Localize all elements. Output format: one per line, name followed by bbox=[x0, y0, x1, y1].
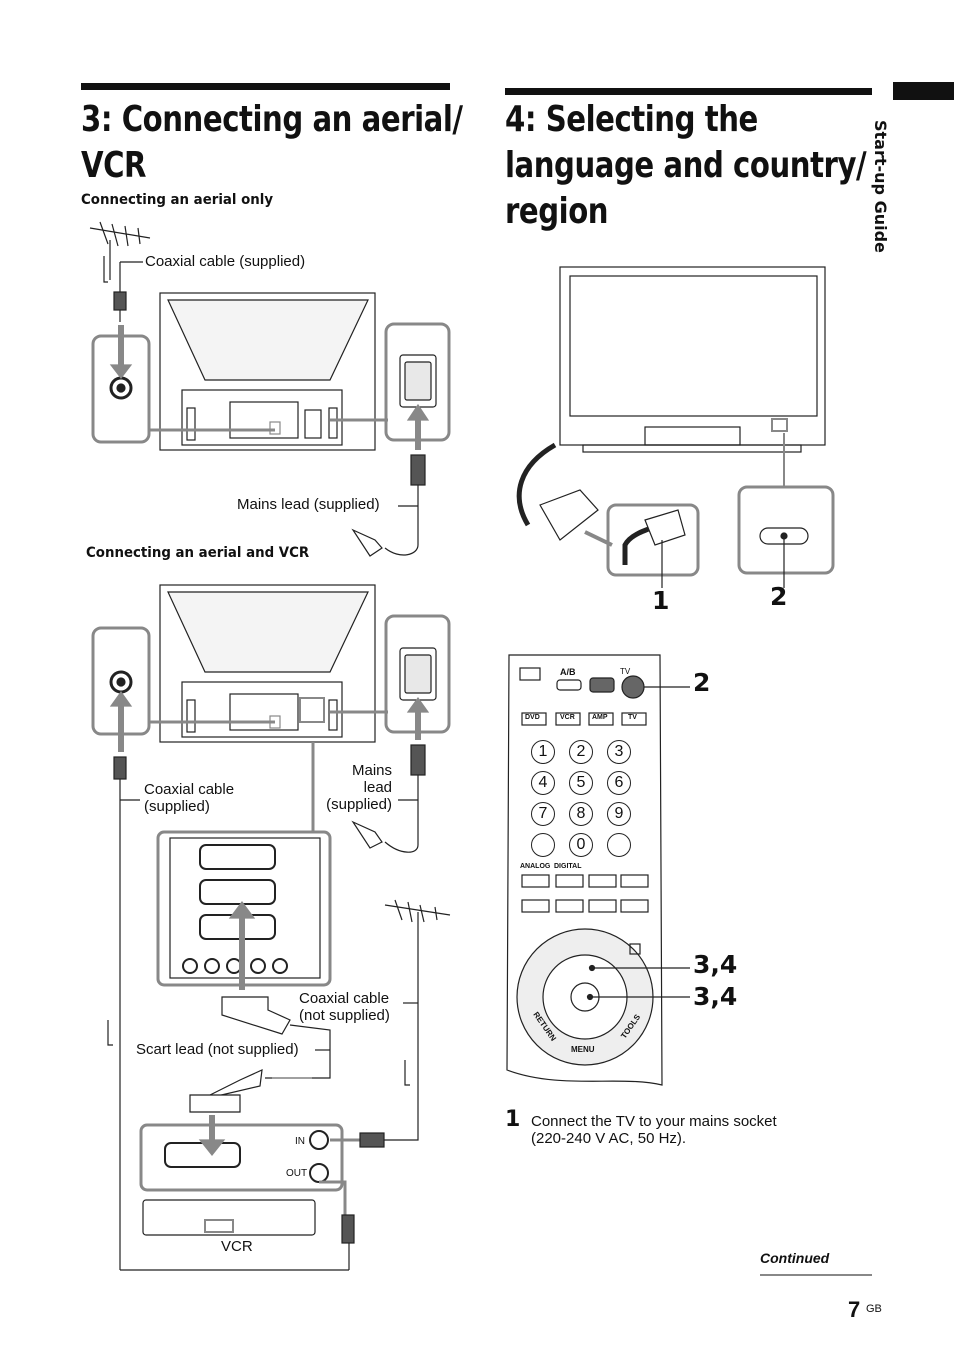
remote-label-digital: DIGITAL bbox=[554, 863, 582, 870]
callout-remote-3-4-b: 3,4 bbox=[693, 982, 738, 1011]
remote-btn-dvd: DVD bbox=[525, 714, 540, 721]
subheading-aerial-and-vcr: Connecting an aerial and VCR bbox=[86, 545, 310, 561]
remote-digit-button: 6 bbox=[607, 771, 631, 795]
remote-label-ab: A/B bbox=[560, 667, 576, 677]
heading-rule-right bbox=[505, 88, 872, 95]
remote-digit-button: 9 bbox=[607, 802, 631, 826]
heading-selecting-language: 4: Selecting the language and country/ r… bbox=[505, 99, 867, 232]
label-coaxial-cable-supplied-2: Coaxial cable (supplied) bbox=[144, 781, 235, 815]
section-tab-marker bbox=[893, 82, 954, 100]
page-suffix: GB bbox=[866, 1303, 882, 1315]
label-vcr: VCR bbox=[221, 1238, 253, 1255]
remote-digit-button: 5 bbox=[569, 771, 593, 795]
label-vcr-in: IN bbox=[295, 1136, 305, 1147]
tv-front-illustration bbox=[559, 266, 826, 453]
label-scart-lead: Scart lead (not supplied) bbox=[136, 1041, 299, 1058]
callout-1: 1 bbox=[652, 586, 670, 615]
remote-digit-button: 8 bbox=[569, 802, 593, 826]
remote-digit-button: 7 bbox=[531, 802, 555, 826]
heading-rule-left bbox=[81, 83, 450, 90]
remote-label-analog: ANALOG bbox=[520, 863, 551, 870]
tv-rear-panel-1 bbox=[159, 292, 376, 451]
remote-btn-vcr: VCR bbox=[560, 714, 575, 721]
heading-connecting-aerial: 3: Connecting an aerial/ VCR bbox=[81, 99, 463, 186]
remote-label-menu: MENU bbox=[571, 1045, 595, 1054]
aerial-antenna-icon bbox=[89, 221, 151, 283]
remote-digit-button: 4 bbox=[531, 771, 555, 795]
callout-remote-2: 2 bbox=[693, 668, 711, 697]
callout-remote-3-4-a: 3,4 bbox=[693, 950, 738, 979]
aerial-antenna-icon-2 bbox=[384, 899, 451, 1086]
remote-btn-amp: AMP bbox=[592, 714, 608, 721]
remote-digit-button: 1 bbox=[531, 740, 555, 764]
tv-rear-panel-2 bbox=[159, 584, 376, 743]
step-1-number: 1 bbox=[505, 1107, 521, 1132]
callout-2: 2 bbox=[770, 582, 788, 611]
label-vcr-out: OUT bbox=[286, 1168, 308, 1179]
label-coaxial-cable-supplied: Coaxial cable (supplied) bbox=[145, 253, 306, 270]
remote-digit-button bbox=[607, 833, 631, 857]
label-coaxial-cable-not-supplied: Coaxial cable (not supplied) bbox=[299, 990, 390, 1024]
label-mains-lead-2: Mains lead (supplied) bbox=[326, 762, 392, 813]
label-mains-lead-supplied: Mains lead (supplied) bbox=[237, 496, 380, 513]
remote-digit-button: 2 bbox=[569, 740, 593, 764]
step-1-text: Connect the TV to your mains socket (220… bbox=[531, 1113, 777, 1147]
remote-label-tv: TV bbox=[620, 667, 631, 676]
remote-digit-button: 0 bbox=[569, 833, 593, 857]
page-number: 7 bbox=[848, 1297, 861, 1322]
remote-control-illustration bbox=[506, 654, 690, 1086]
remote-btn-tv: TV bbox=[628, 714, 637, 721]
continued-label: Continued bbox=[760, 1250, 830, 1266]
subheading-aerial-only: Connecting an aerial only bbox=[81, 192, 274, 208]
remote-digit-button: 3 bbox=[607, 740, 631, 764]
remote-digit-button bbox=[531, 833, 555, 857]
